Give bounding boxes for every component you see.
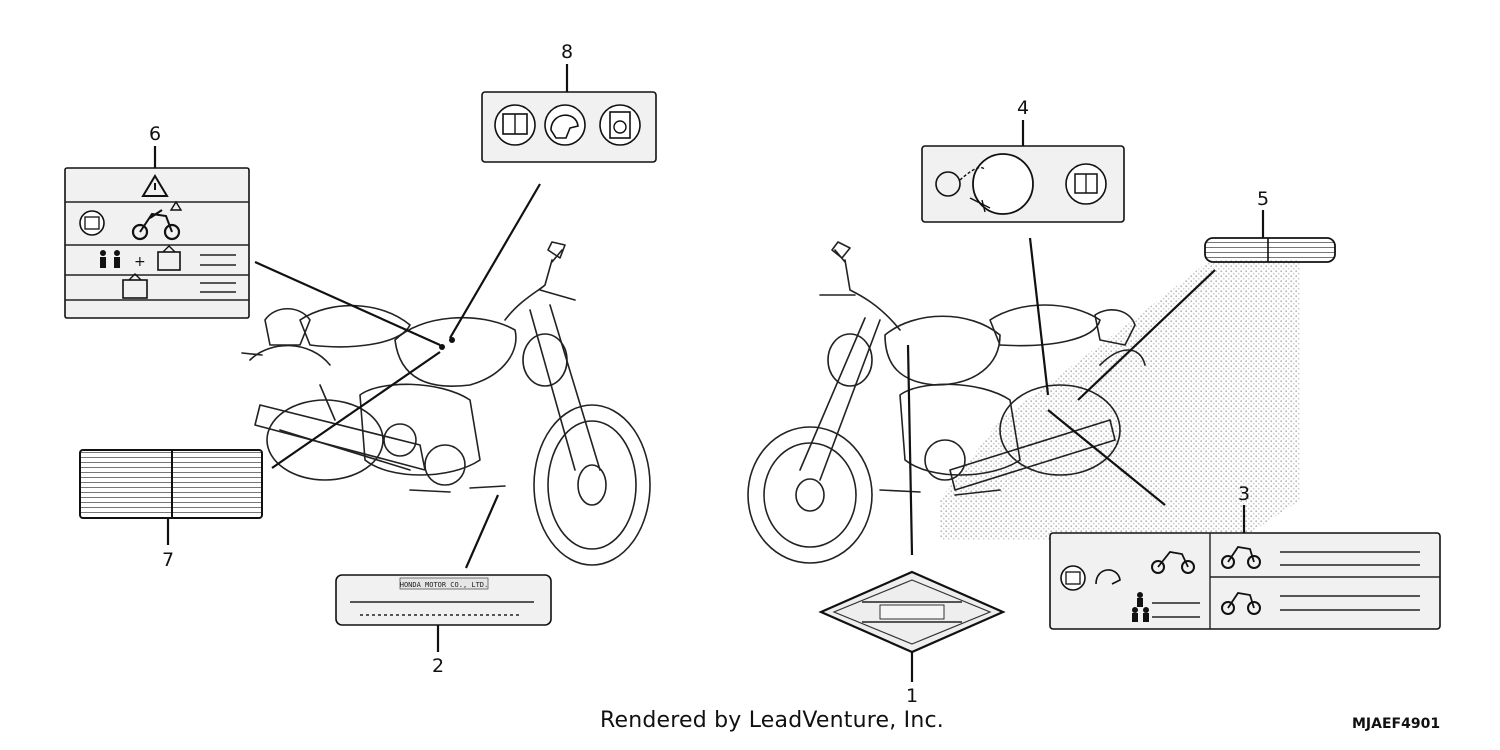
callout-1: 1	[906, 685, 918, 707]
plate-maker-text: HONDA MOTOR CO., LTD.	[400, 581, 489, 589]
callout-6: 6	[149, 123, 161, 145]
callout-5: 5	[1257, 188, 1269, 210]
protective-gear-icon	[599, 104, 641, 146]
leader-lines	[153, 64, 1265, 682]
tire-icon	[935, 153, 1034, 215]
motorcycle-icon	[131, 200, 183, 241]
svg-text:+: +	[134, 254, 146, 270]
helmet-icon	[1095, 569, 1121, 585]
label-2-frame-plate: HONDA MOTOR CO., LTD.	[335, 574, 552, 626]
passenger-icon	[1132, 592, 1149, 622]
callout-3: 3	[1238, 483, 1250, 505]
callout-2: 2	[432, 655, 444, 677]
owners-manual-icon	[494, 104, 536, 146]
motorcycle-icon	[1151, 546, 1261, 615]
label-3-instruction-label	[1049, 532, 1441, 630]
label-4-icon-label	[921, 145, 1125, 223]
diagram-code: MJAEF4901	[1352, 716, 1441, 732]
label-5-small-strip	[1204, 237, 1336, 263]
passenger-icon: +	[100, 250, 146, 270]
callout-4: 4	[1017, 97, 1029, 119]
callout-8: 8	[561, 41, 573, 63]
owners-manual-icon	[79, 210, 105, 236]
label-8-safety-icons	[481, 91, 657, 163]
callout-7: 7	[162, 549, 174, 571]
label-6-warning-label: +	[64, 167, 250, 319]
motorcycle-left-view	[241, 241, 651, 566]
label-7-striped-label	[79, 449, 263, 519]
owners-manual-icon	[1060, 565, 1086, 591]
helmet-icon	[544, 104, 586, 146]
label-1-diamond-emblem	[818, 570, 1006, 654]
cargo-icon	[122, 245, 181, 299]
owners-manual-icon	[1065, 163, 1107, 205]
warning-triangle-icon	[141, 174, 169, 197]
rendered-by-credit: Rendered by LeadVenture, Inc.	[600, 708, 944, 733]
motorcycle-right-view	[747, 241, 1300, 564]
callout-numbers: 1 2 3 4 5 6 7 8	[149, 41, 1269, 707]
